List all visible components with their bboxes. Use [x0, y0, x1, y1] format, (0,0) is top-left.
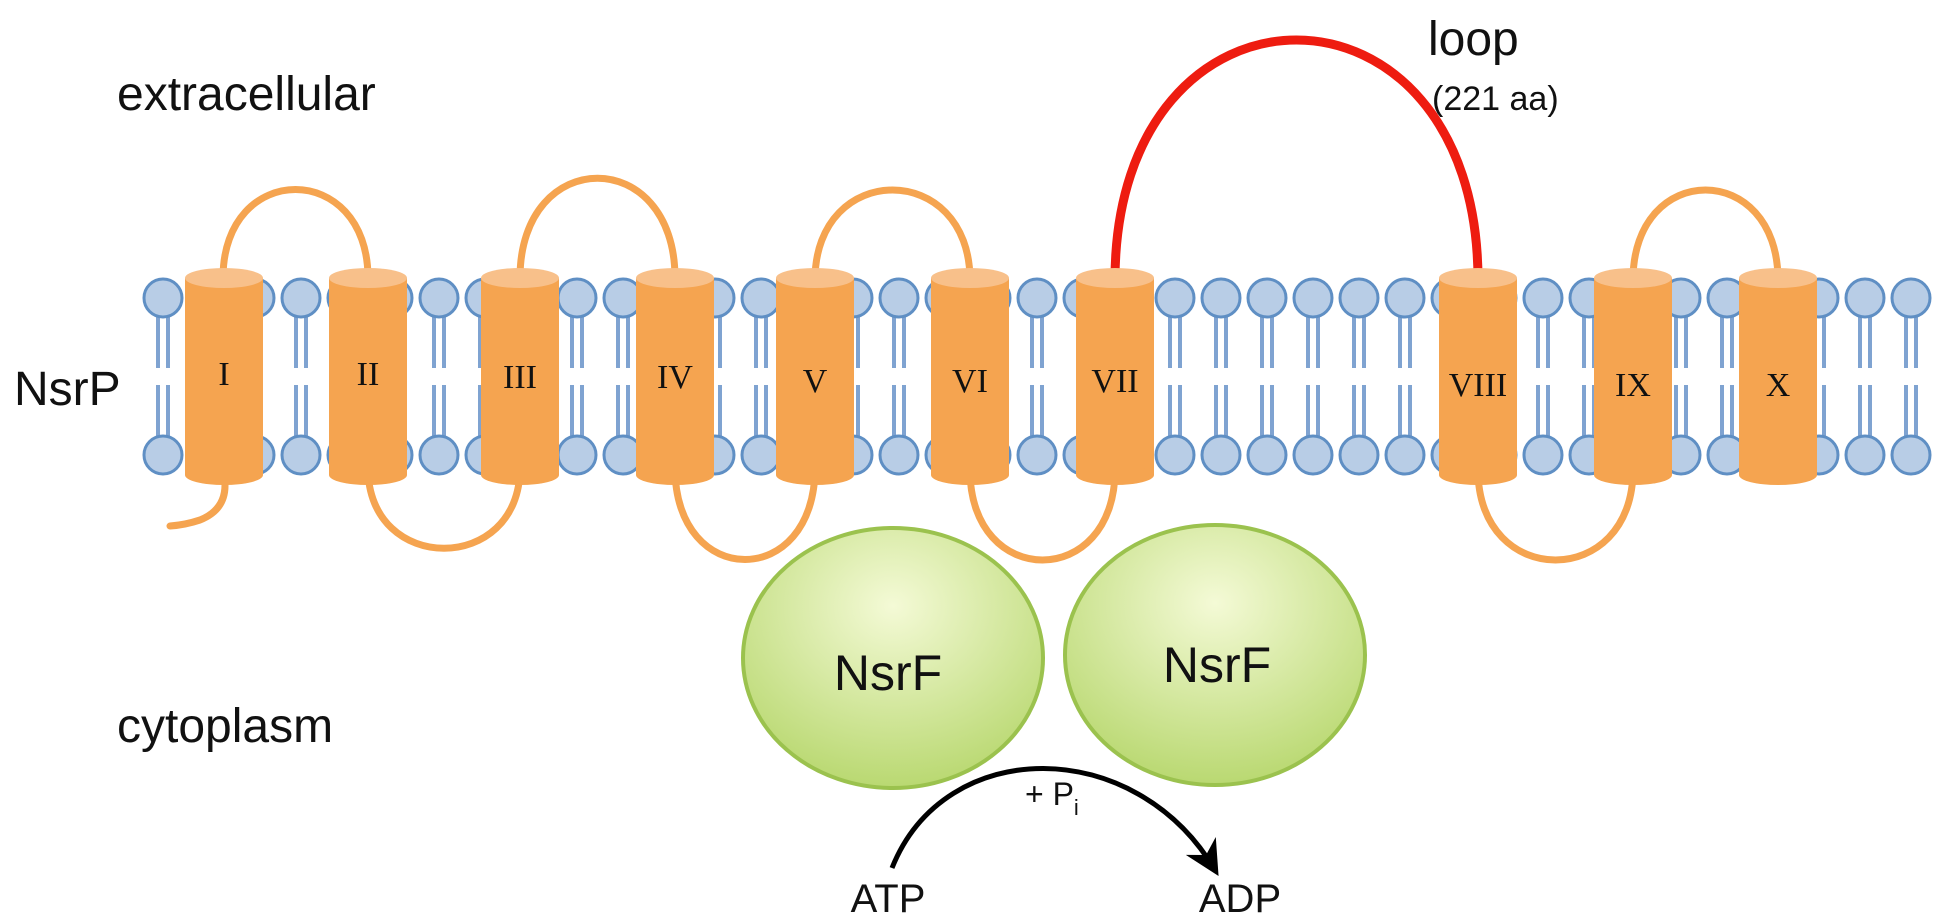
nsrf-left-ellipse — [741, 526, 1045, 790]
helix-vi: VI — [931, 268, 1009, 485]
lipid-molecule — [1844, 277, 1886, 476]
helix-label: VIII — [1449, 367, 1508, 404]
hydrolysis-arrow — [889, 766, 1219, 877]
helix-label: VI — [952, 363, 988, 400]
helix-viii: VIII — [1439, 268, 1517, 485]
helix-loops — [166, 174, 1782, 564]
helix-v: V — [776, 268, 854, 485]
adp-label: ADP — [1199, 877, 1281, 921]
loop-viii-ix — [1474, 466, 1637, 564]
lipid-molecule — [1246, 277, 1288, 476]
helix-x: X — [1739, 268, 1817, 485]
helix-iv: IV — [636, 268, 714, 485]
helix-label: V — [803, 363, 828, 400]
helix-ix: IX — [1594, 268, 1672, 485]
loop-i-ii — [219, 186, 372, 282]
lipid-molecule — [878, 277, 920, 476]
nsrf-domain-left: NsrF — [741, 526, 1045, 790]
lipid-molecule — [1154, 277, 1196, 476]
lipid-molecule — [1890, 277, 1932, 476]
loop-iv-v — [671, 464, 819, 563]
phosphate-label: + Pi — [1025, 776, 1079, 820]
loop-ix-x — [1629, 186, 1782, 284]
nsrp-label: NsrP — [14, 363, 121, 416]
helix-label: VII — [1091, 363, 1138, 400]
lipid-molecule — [1292, 277, 1334, 476]
nsrf-right-label: NsrF — [1163, 637, 1271, 693]
n-terminus-tail — [166, 471, 229, 530]
helix-vii: VII — [1076, 268, 1154, 485]
helix-label: I — [218, 356, 229, 393]
lipid-molecule — [1016, 277, 1058, 476]
helix-label: IV — [657, 359, 693, 396]
loop-label: loop — [1428, 13, 1519, 66]
helix-label: IX — [1615, 367, 1651, 404]
lipid-molecule — [280, 277, 322, 476]
nsrf-right-ellipse — [1063, 523, 1367, 787]
lipid-molecule — [602, 277, 644, 476]
helix-i: I — [185, 268, 263, 485]
loop-size-label: (221 aa) — [1432, 80, 1559, 118]
lipid-molecule — [142, 277, 184, 476]
atp-label: ATP — [851, 877, 926, 921]
helix-label: II — [357, 356, 380, 393]
loop-ii-iii — [364, 464, 524, 552]
lipid-molecule — [556, 277, 598, 476]
nsrf-left-label: NsrF — [834, 645, 942, 701]
helix-label: X — [1766, 367, 1791, 404]
loop-iii-iv — [516, 174, 679, 282]
lipid-molecule — [1522, 277, 1564, 476]
loop-vi-vii — [966, 466, 1119, 564]
lipid-molecule — [740, 277, 782, 476]
lipid-molecule — [1200, 277, 1242, 476]
lipid-molecule — [1338, 277, 1380, 476]
nsrf-domain-right: NsrF — [1063, 523, 1367, 787]
helix-label: III — [503, 359, 537, 396]
extracellular-label: extracellular — [117, 68, 376, 121]
helix-ii: II — [329, 268, 407, 485]
loop-v-vi — [811, 186, 974, 284]
lipid-molecule — [418, 277, 460, 476]
helix-iii: III — [481, 268, 559, 485]
large-extracellular-loop — [1110, 35, 1483, 285]
lipid-molecule — [1384, 277, 1426, 476]
cytoplasm-label: cytoplasm — [117, 700, 333, 753]
